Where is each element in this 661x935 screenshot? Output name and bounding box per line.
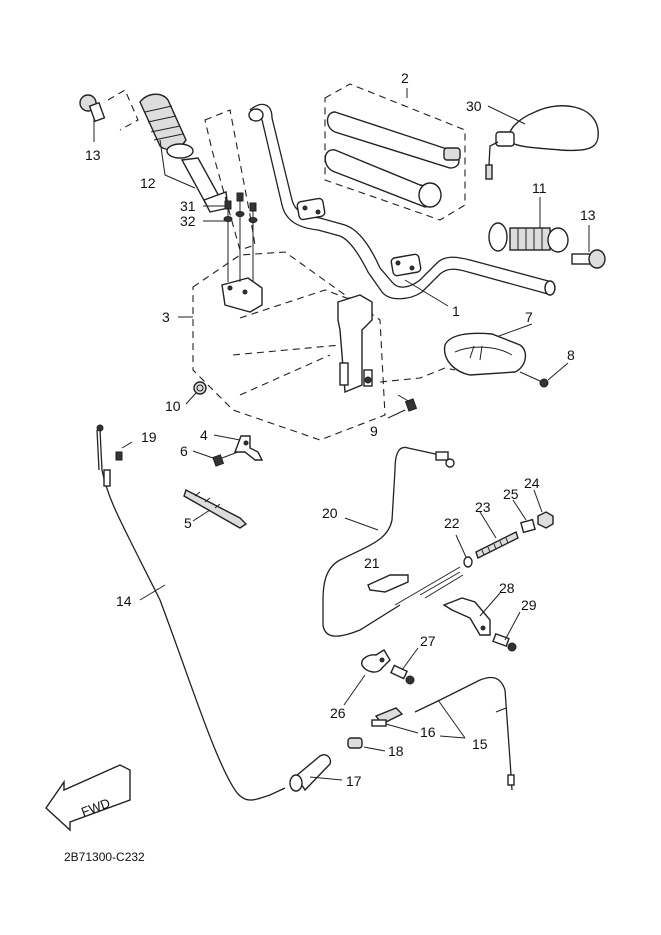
bracket-26-part[interactable] — [361, 649, 391, 673]
callout-1: 1 — [452, 303, 460, 319]
callout-21: 21 — [364, 555, 380, 571]
upper-holder-part[interactable] — [221, 277, 263, 313]
throttle-grip-part[interactable] — [139, 93, 229, 213]
callout-19: 19 — [141, 429, 157, 445]
holder-bolts-part[interactable] — [223, 192, 258, 282]
callout-10: 10 — [165, 398, 181, 414]
cover-part[interactable] — [443, 332, 527, 376]
callout-8: 8 — [567, 347, 575, 363]
callout-23: 23 — [475, 499, 491, 515]
bolt-29-part[interactable] — [492, 632, 517, 652]
lower-holder-part[interactable] — [337, 294, 373, 394]
bolt-6-part[interactable] — [212, 451, 239, 467]
callout-13-left: 13 — [85, 147, 101, 163]
callout-7: 7 — [525, 309, 533, 325]
bolt-27-part[interactable] — [390, 664, 415, 685]
cable-15-part[interactable] — [414, 676, 515, 791]
mirror-part[interactable] — [485, 105, 599, 180]
callout-22: 22 — [444, 515, 460, 531]
callout-20: 20 — [322, 505, 338, 521]
callout-25: 25 — [503, 486, 519, 502]
bar-end-weight-right[interactable] — [571, 249, 606, 269]
spring-23-part[interactable] — [475, 531, 519, 559]
cable-spring-part[interactable] — [394, 566, 464, 606]
callout-11: 11 — [532, 180, 547, 196]
callout-18: 18 — [388, 743, 404, 759]
cable-tie-part[interactable] — [183, 489, 248, 529]
cable-20-part[interactable] — [322, 446, 455, 637]
callout-13-right: 13 — [580, 207, 596, 223]
cable-holder-16-part[interactable] — [371, 707, 404, 727]
handlebar-part[interactable] — [248, 103, 556, 300]
callout-29: 29 — [521, 597, 537, 613]
screw-8-part[interactable] — [519, 371, 549, 388]
callout-9: 9 — [370, 423, 378, 439]
cable-cover-17-part[interactable] — [289, 754, 332, 792]
bracket-28-part[interactable] — [442, 597, 491, 636]
callout-17: 17 — [346, 773, 362, 789]
callout-28: 28 — [499, 580, 515, 596]
callout-14: 14 — [116, 593, 132, 609]
right-grip-part[interactable] — [488, 222, 569, 253]
diagram-code: 2B71300-C232 — [64, 850, 145, 864]
callout-2: 2 — [401, 70, 409, 86]
callout-3: 3 — [162, 309, 170, 325]
bar-end-weight-left[interactable] — [79, 94, 106, 123]
handlebar-pad-part[interactable] — [324, 111, 461, 208]
clamp-19-part[interactable] — [115, 451, 123, 461]
collar-25-part[interactable] — [520, 518, 536, 534]
callout-5: 5 — [184, 515, 192, 531]
bracket-4-part[interactable] — [233, 435, 264, 461]
callout-32: 32 — [180, 213, 196, 229]
throttle-cable-part[interactable] — [96, 424, 286, 801]
callout-31: 31 — [180, 198, 196, 214]
callout-27: 27 — [420, 633, 436, 649]
bolt-9-part[interactable] — [397, 394, 418, 412]
forward-direction-arrow: FWD — [45, 764, 131, 832]
callout-30: 30 — [466, 98, 482, 114]
callout-6: 6 — [180, 443, 188, 459]
callout-15: 15 — [472, 736, 488, 752]
washer-22-part[interactable] — [463, 556, 473, 568]
nut-part[interactable] — [193, 381, 207, 395]
nut-24-part[interactable] — [537, 511, 554, 529]
clip-21-part[interactable] — [367, 574, 409, 593]
callout-16: 16 — [420, 724, 436, 740]
callout-4: 4 — [200, 427, 208, 443]
callout-12: 12 — [140, 175, 156, 191]
callout-26: 26 — [330, 705, 346, 721]
callout-24: 24 — [524, 475, 540, 491]
collar-18-part[interactable] — [347, 737, 363, 749]
